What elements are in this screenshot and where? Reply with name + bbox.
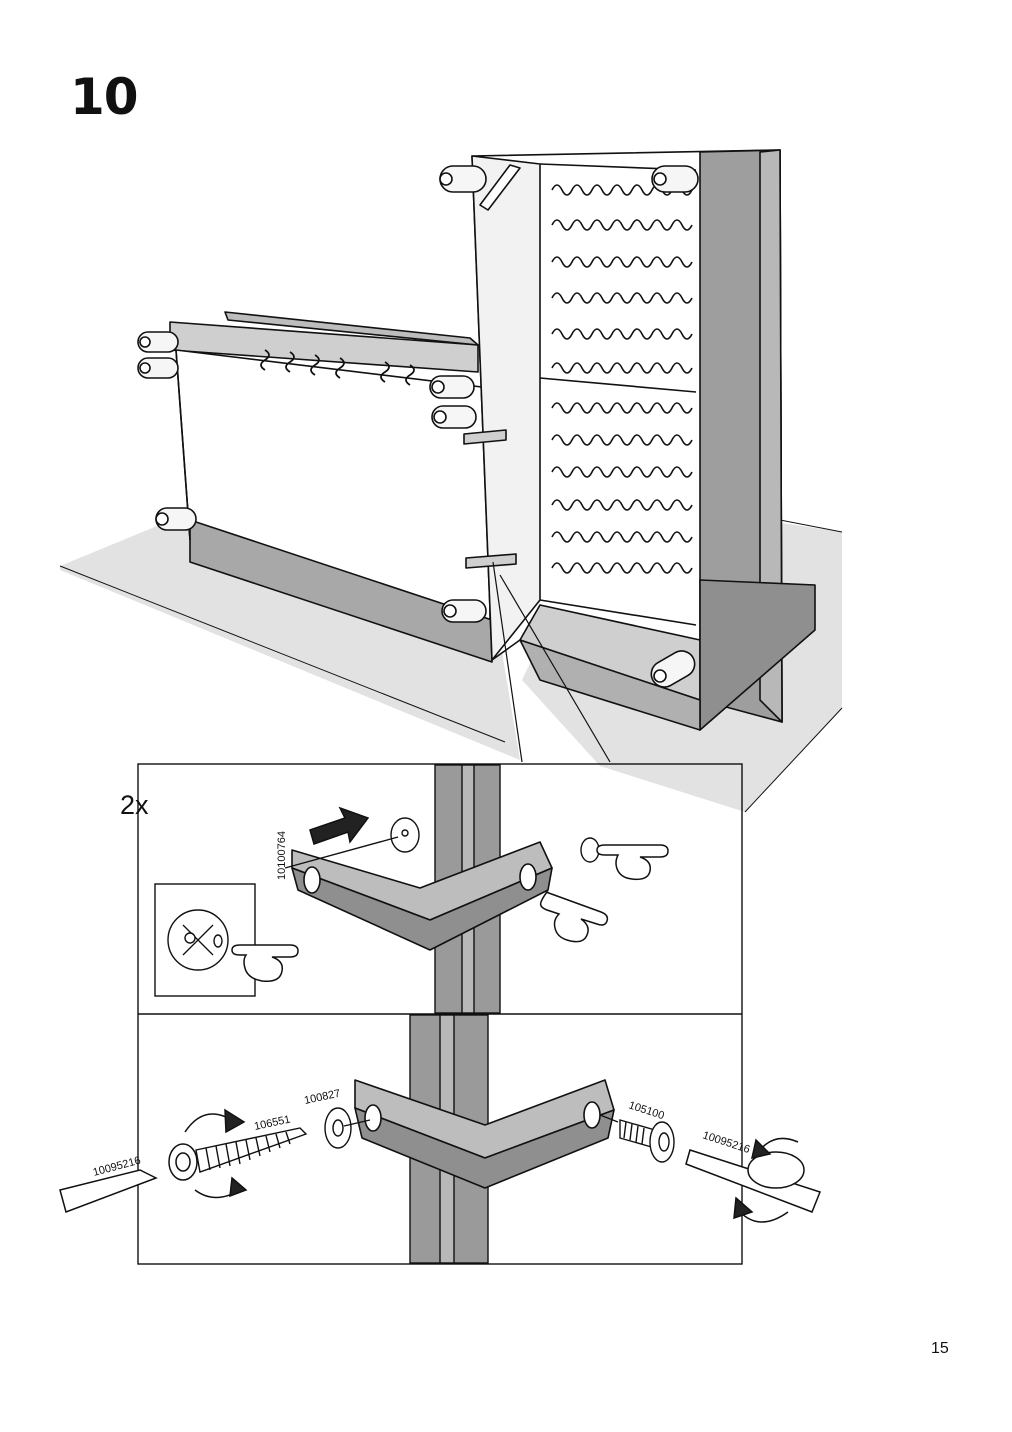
- bolt-icon: [599, 1114, 675, 1163]
- allen-key-icon: [685, 1149, 821, 1213]
- quantity-label: 2x: [120, 790, 149, 820]
- detail-panels: [137, 763, 743, 1265]
- rotate-arrow-icon: [733, 1137, 799, 1223]
- page-number: 15: [931, 1340, 949, 1357]
- part-label-bolt: 105100: [627, 1099, 666, 1122]
- step-number: 10: [70, 68, 139, 126]
- bracket-icon: [354, 1079, 615, 1189]
- pointing-hand-icon: [231, 844, 669, 983]
- part-label-allen-key-right: 10095216: [701, 1129, 751, 1156]
- washer-icon: [324, 1107, 371, 1149]
- bracket-icon: [291, 841, 553, 951]
- sofa-frame-illustration: [59, 149, 843, 813]
- rotate-arrow-icon: [184, 1108, 248, 1199]
- push-arrow-icon: [309, 806, 370, 845]
- part-label-bracket: 10100764: [276, 831, 288, 880]
- hole-target: [284, 817, 420, 869]
- allen-key-icon: [59, 1143, 198, 1213]
- screw-icon: [195, 1127, 308, 1173]
- part-label-washer: 100827: [303, 1088, 341, 1107]
- part-label-screw: 106551: [253, 1114, 291, 1133]
